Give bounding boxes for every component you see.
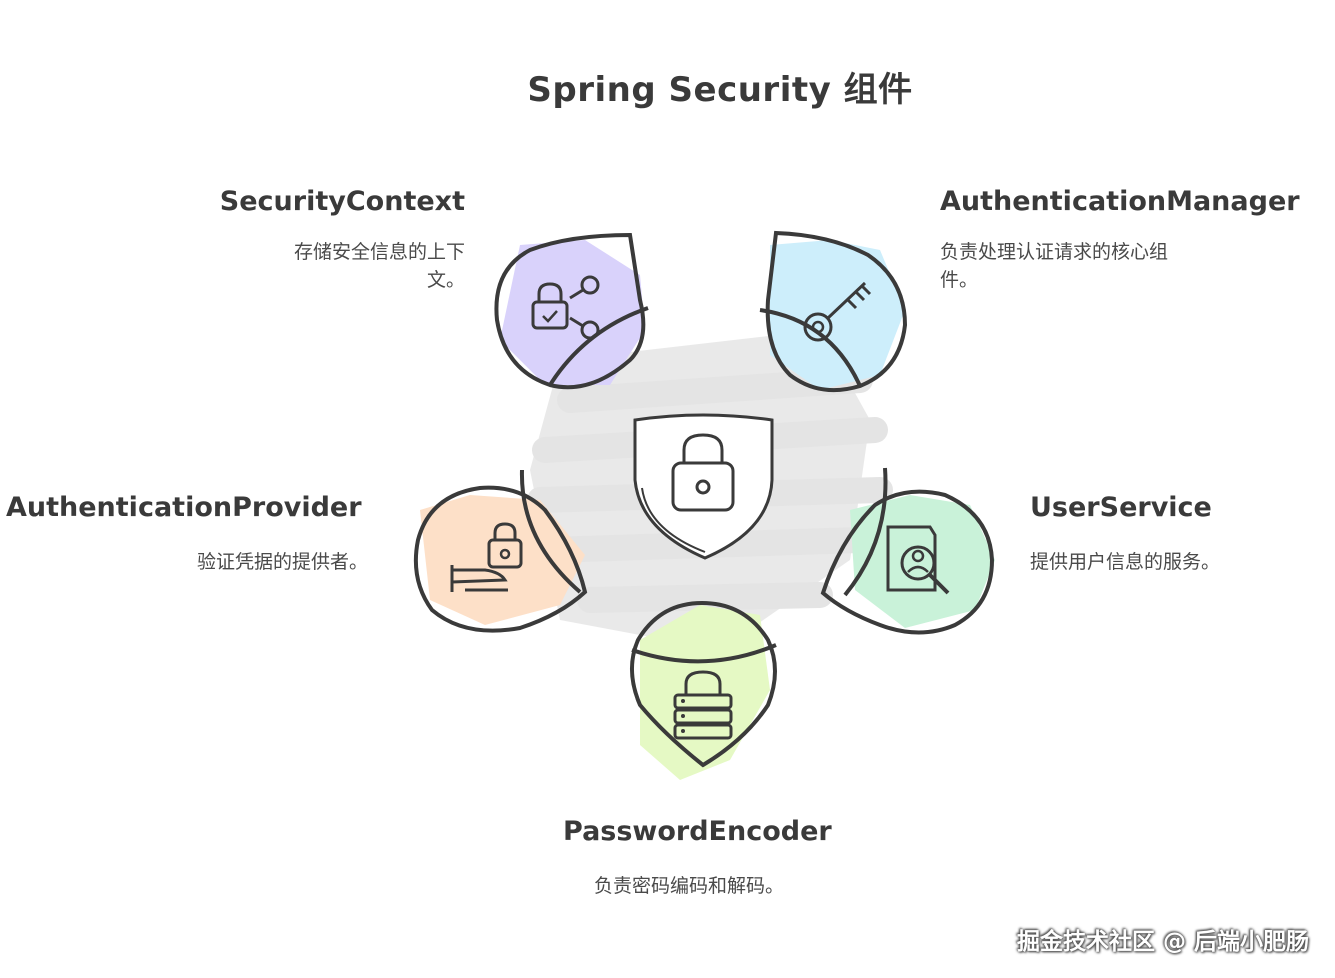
authentication-provider-petal: [413, 469, 588, 633]
center-shield: [633, 413, 774, 560]
password-encoder-petal: [629, 600, 777, 780]
authentication-manager-petal: [759, 230, 908, 393]
authentication-manager-label: AuthenticationManager: [940, 186, 1300, 217]
password-encoder-label: PasswordEncoder: [563, 816, 832, 847]
watermark: 掘金技术社区 @ 后端小肥肠: [1016, 929, 1309, 955]
server-lock-icon: [673, 670, 733, 740]
authentication-manager-desc: 负责处理认证请求的核心组件。: [940, 241, 1169, 291]
lock-network-icon: [531, 275, 600, 340]
key-icon: [803, 281, 872, 342]
hand-lock-icon: [450, 522, 523, 592]
diagram-title: Spring Security 组件: [527, 70, 913, 110]
security-context-desc: 存储安全信息的上下文。: [293, 241, 465, 291]
password-encoder-desc: 负责密码编码和解码。: [594, 875, 785, 897]
user-service-label: UserService: [1030, 492, 1212, 523]
shield-lock-icon: [671, 433, 735, 512]
user-search-icon: [886, 525, 950, 595]
user-service-petal: [820, 467, 995, 635]
user-service-desc: 提供用户信息的服务。: [1030, 551, 1221, 573]
security-context-petal: [494, 232, 649, 390]
authentication-provider-desc: 验证凭据的提供者。: [196, 551, 368, 573]
authentication-provider-label: AuthenticationProvider: [6, 492, 362, 523]
security-context-label: SecurityContext: [219, 186, 465, 217]
